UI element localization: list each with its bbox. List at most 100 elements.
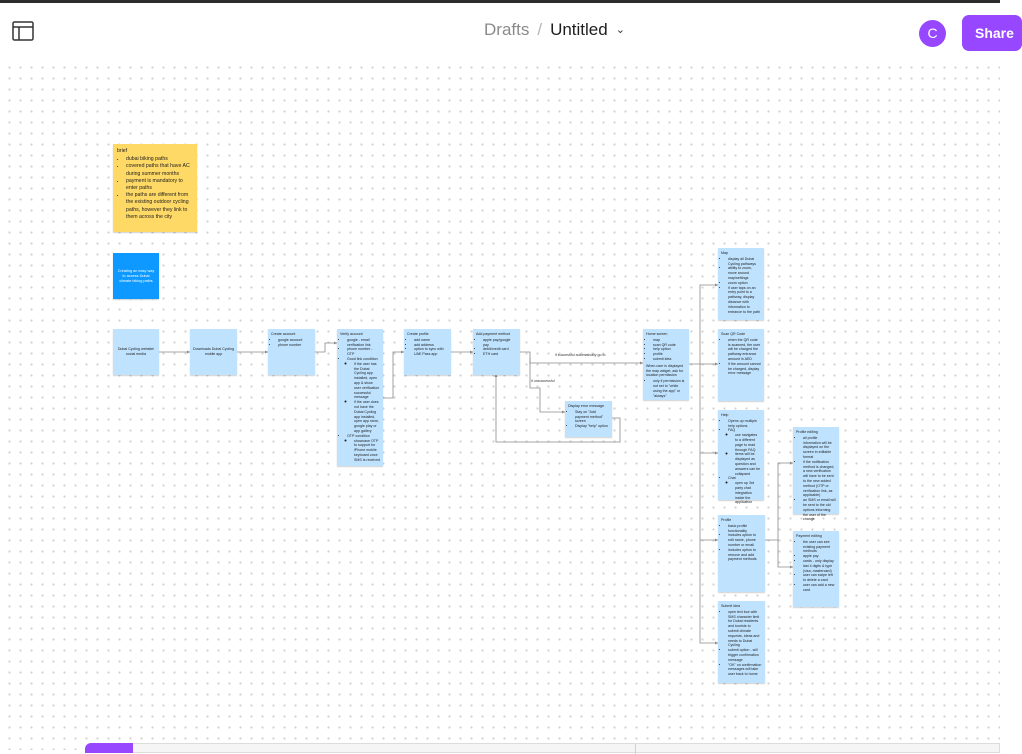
list-item: display all Dubai Cycling pathways: [728, 257, 761, 267]
arrowhead: [401, 350, 404, 354]
note-heading: Map: [721, 251, 728, 255]
chevron-down-icon[interactable]: ⌄: [615, 24, 625, 36]
bottom-toolbar[interactable]: [85, 743, 1000, 754]
arrowhead: [640, 361, 643, 365]
flow-note-home[interactable]: Home screen map scan QR code help option…: [643, 329, 689, 400]
connector-error-back: [495, 374, 621, 443]
list-item: Chat open up 3rd party chat integration …: [728, 476, 761, 505]
connector-lines: [159, 283, 793, 645]
note-list: display all Dubai Cycling pathways abili…: [721, 257, 761, 315]
sub-list: if the user has the Dubai Cycling app in…: [347, 362, 380, 434]
flow-note-error[interactable]: Display error message Stay on "Add payme…: [565, 401, 612, 437]
note-heading: Verify account: [340, 332, 363, 336]
flow-note-create-account[interactable]: Create account google account phone numb…: [268, 329, 315, 375]
sub-list: use navigates to a different page to rea…: [728, 433, 761, 476]
list-item: if the notification method is changed, a…: [803, 460, 836, 498]
flow-note-add-payment[interactable]: Add payment method apple pay/google pay …: [473, 329, 520, 375]
list-item: includes option to edit name, phone numb…: [728, 533, 762, 547]
flow-note-payment-editing[interactable]: Payment editing the user can see existin…: [793, 531, 839, 607]
list-item: if user taps on an entry point to a path…: [728, 286, 761, 315]
list-item: if the user has the Dubai Cycling app in…: [354, 362, 380, 400]
flow-note-submit-idea[interactable]: Submit idea open text box with SMS chara…: [718, 601, 765, 683]
sub-list: open up 3rd party chat integration insid…: [728, 481, 761, 505]
flow-note-profile[interactable]: Profile basic profile functionality incl…: [718, 515, 765, 592]
list-item: apple pay/google pay: [483, 338, 517, 348]
flow-note-scan-qr[interactable]: Scan QR Code when the QR code is scanned…: [718, 329, 764, 401]
connector-profile-branches: [765, 462, 793, 568]
list-item: includes option to remove and add paymen…: [728, 548, 762, 562]
arrowhead: [265, 350, 268, 354]
list-item: ETH card: [483, 352, 517, 357]
sub-heading: Good link condition: [347, 356, 378, 361]
flow-note-download[interactable]: Downloads Dubai Cycling mobile app: [190, 329, 237, 375]
list-item: when the QR code is scanned, the user wi…: [728, 338, 761, 362]
flow-note-map[interactable]: Map display all Dubai Cycling pathways a…: [718, 248, 764, 320]
flow-note-profile-editing[interactable]: Profile editing all profile information …: [793, 427, 839, 521]
sticky-goal[interactable]: Creating an easy way to access Dubai cli…: [113, 253, 159, 299]
list-item: if the amount cannot be charged, display…: [728, 362, 761, 376]
list-item: add name: [414, 338, 448, 343]
flow-note-create-profile[interactable]: Create profile add name add address opti…: [404, 329, 451, 375]
list-item: user can add a new card: [803, 583, 836, 593]
arrowhead: [715, 283, 718, 287]
user-avatar[interactable]: C: [919, 20, 946, 47]
note-heading: Create profile: [407, 332, 429, 336]
arrowhead: [562, 410, 565, 414]
top-header: Drafts / Untitled ⌄ C Share: [0, 3, 1022, 58]
sub-heading: FAQ: [728, 428, 736, 433]
note-list: all profile information will be displaye…: [796, 436, 836, 522]
list-item: use navigates to a different page to rea…: [735, 433, 761, 452]
brief-item: the paths are different from the existin…: [126, 192, 193, 221]
note-list: the user can see existing payment method…: [796, 540, 836, 593]
note-list: Opens up multiple help options FAQ use n…: [721, 419, 761, 505]
sub-heading: OTP condition: [347, 433, 370, 438]
arrowhead: [715, 451, 718, 455]
flow-note-website[interactable]: Dubai Cycling website/ social media: [113, 329, 159, 375]
list-item: scan QR code: [653, 343, 686, 348]
list-item: Stay on "Add payment method" screen: [575, 410, 609, 424]
arrowhead: [790, 565, 793, 569]
breadcrumb-drafts[interactable]: Drafts: [484, 20, 530, 39]
note-heading: Payment editing: [796, 534, 822, 538]
flow-note-help[interactable]: Help Opens up multiple help options FAQ …: [718, 410, 764, 504]
note-heading: Display error message: [568, 404, 604, 408]
brief-item: payment is mandatory to enter paths: [126, 178, 193, 192]
arrowhead: [334, 341, 337, 345]
list-item: the user can see existing payment method…: [803, 540, 836, 554]
breadcrumb: Drafts / Untitled ⌄: [484, 20, 625, 40]
note-heading: Create account: [271, 332, 296, 336]
arrowhead: [494, 374, 498, 377]
flow-note-verify-account[interactable]: Verify account google - email verificati…: [337, 329, 383, 466]
list-item: cards - only display last 4 digits & typ…: [803, 559, 836, 573]
note-list: google account phone number: [271, 338, 312, 348]
connector-3-4: [315, 342, 337, 353]
list-item: profile: [653, 352, 686, 357]
note-heading: Add payment method: [476, 332, 511, 336]
note-heading: Home screen: [646, 332, 668, 336]
share-button[interactable]: Share: [962, 15, 1022, 51]
list-item: open text box with SMS character limit f…: [728, 610, 762, 648]
arrowhead: [715, 362, 718, 366]
list-item: google account: [278, 338, 312, 343]
list-item: submit idea: [653, 357, 686, 362]
list-item: if the user does not have the Dubai Cycl…: [354, 400, 380, 434]
list-item: Display "help" option: [575, 424, 609, 429]
list-item: add address: [414, 343, 448, 348]
window-top-edge: [0, 0, 1000, 3]
list-item: phone number: [278, 343, 312, 348]
list-item: all profile information will be displaye…: [803, 436, 836, 460]
breadcrumb-separator: /: [537, 20, 543, 39]
note-subtext: When user is displayed the map widget, a…: [646, 363, 684, 378]
file-title[interactable]: Untitled: [550, 20, 608, 39]
layout-panel-icon[interactable]: [12, 21, 34, 41]
list-item: debit/credit card: [483, 347, 517, 352]
list-item: "OK" on confirmation messages will take …: [728, 663, 762, 677]
board-canvas[interactable]: brief dubai biking paths covered paths t…: [0, 58, 1000, 750]
toolbar-active-tool[interactable]: [85, 743, 133, 753]
note-list: basic profile functionality includes opt…: [721, 524, 762, 562]
connector-home-branches: [689, 284, 718, 644]
connector-6-home: [520, 351, 643, 364]
note-list: open text box with SMS character limit f…: [721, 610, 762, 677]
list-item: only if permission is not set to "while …: [653, 379, 686, 398]
sticky-brief[interactable]: brief dubai biking paths covered paths t…: [113, 144, 197, 232]
